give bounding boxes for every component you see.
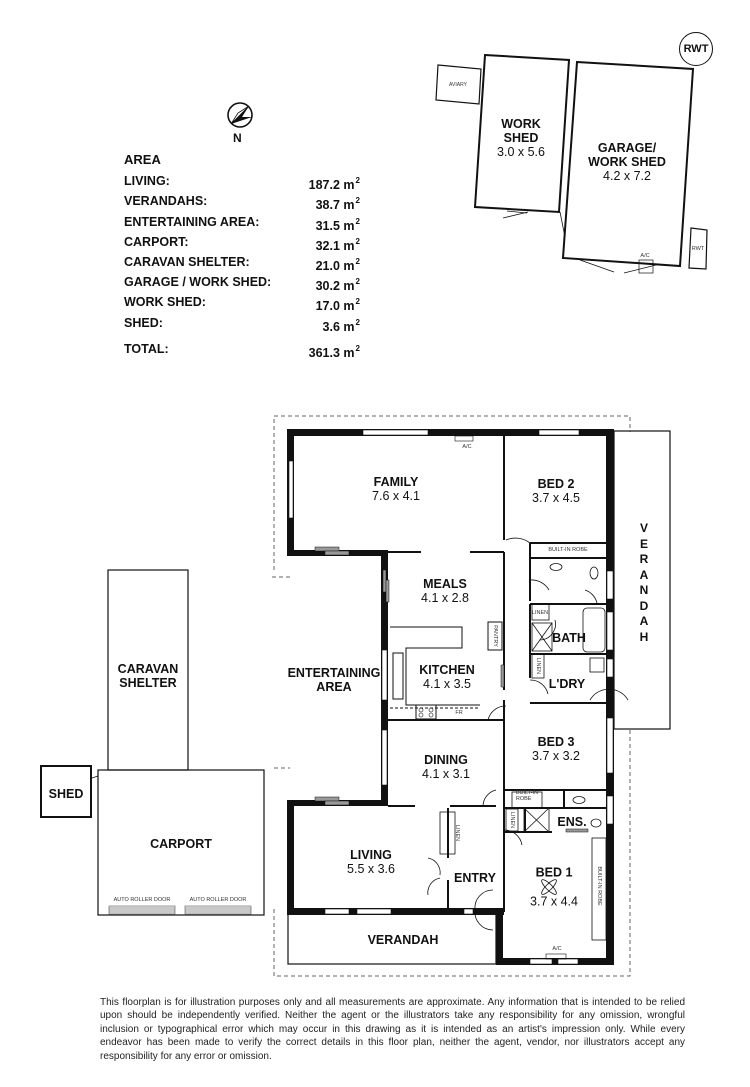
roller-door-1-label: AUTO ROLLER DOOR <box>113 897 171 903</box>
garage-ac-label: A/C <box>640 253 650 259</box>
work-shed-label: WORK SHED 3.0 x 5.6 <box>497 117 545 159</box>
roller-door-2-label: AUTO ROLLER DOOR <box>189 897 247 903</box>
area-table-title: AREA <box>124 152 161 167</box>
area-row-value: 32.1 m2 <box>315 236 360 253</box>
area-row: WORK SHED: 17.0 m2 <box>124 294 360 314</box>
carport-label: CARPORT <box>150 837 212 851</box>
pantry-label: PANTRY <box>492 625 498 647</box>
ac-unit-family <box>454 435 474 442</box>
area-row: CARPORT: 32.1 m2 <box>124 234 360 254</box>
sliding-doors <box>314 546 589 833</box>
bathroom-fixtures <box>439 563 607 941</box>
ac-family-label: A/C <box>462 444 472 450</box>
area-row: CARAVAN SHELTER: 21.0 m2 <box>124 254 360 274</box>
kitchen-benches <box>390 621 503 720</box>
area-row-label: WORK SHED: <box>124 295 206 310</box>
area-row-value: 31.5 m2 <box>315 216 360 233</box>
windows <box>288 429 614 965</box>
room-entry: ENTRY <box>454 871 496 885</box>
front-verandah-label: VERANDAH <box>367 933 439 947</box>
carport-outline <box>97 769 265 916</box>
area-row: SHED: 3.6 m2 <box>124 315 360 335</box>
roller-door-icon <box>108 905 252 915</box>
area-row-label: LIVING: <box>124 174 170 189</box>
rwt-tank-box <box>688 227 708 270</box>
linen-entry-label: LINEN <box>454 824 460 842</box>
linen-bath-label: LINEN <box>531 610 549 616</box>
aviary-label: AVIARY <box>449 82 467 88</box>
room-ensuite: ENS. <box>557 815 587 829</box>
area-row: VERANDAHS: 38.7 m2 <box>124 193 360 213</box>
garage-work-shed-label: GARAGE/ WORK SHED 4.2 x 7.2 <box>588 141 666 183</box>
ac-unit-bed1 <box>545 953 567 960</box>
compass-north-label: N <box>233 131 242 145</box>
work-shed-outline <box>473 53 571 219</box>
area-total-label: TOTAL: <box>124 341 169 356</box>
ceiling-fan-icon <box>541 879 557 895</box>
shed-label: SHED <box>48 787 84 801</box>
area-row-value: 17.0 m2 <box>315 297 360 314</box>
cooktop-icon <box>418 707 434 718</box>
built-in-robe-bed1-label: BUILT-IN ROBE <box>596 866 602 906</box>
north-compass-icon <box>227 102 253 128</box>
area-total-row: TOTAL: 361.3 m2 <box>124 341 360 361</box>
aviary-outline <box>435 64 482 105</box>
rwt-tank-circle: RWT <box>679 32 713 66</box>
linen-laundry-label: LINEN <box>535 657 541 675</box>
area-row-value: 30.2 m2 <box>315 277 360 294</box>
ac-bed1-label: A/C <box>552 946 562 952</box>
area-row: GARAGE / WORK SHED: 30.2 m2 <box>124 274 360 294</box>
area-total-value: 361.3 m2 <box>308 343 360 360</box>
area-row-value: 187.2 m2 <box>308 176 360 193</box>
linen-ensuite-label: LINEN <box>509 811 515 829</box>
room-bath: BATH <box>552 631 586 645</box>
rwt-box-label: RWT <box>691 246 705 252</box>
area-row-label: VERANDAHS: <box>124 194 208 209</box>
fridge-label: FR <box>455 710 463 716</box>
area-row-label: GARAGE / WORK SHED: <box>124 275 272 290</box>
shed-outline <box>40 765 92 818</box>
garage-outline <box>559 60 695 274</box>
area-row-label: ENTERTAINING AREA: <box>124 214 260 229</box>
built-in-robe-bed2-label: BUILT-IN ROBE <box>548 547 588 553</box>
room-laundry: L'DRY <box>548 677 586 691</box>
area-row-label: CARAVAN SHELTER: <box>124 255 250 270</box>
area-row-value: 21.0 m2 <box>315 257 360 274</box>
area-row-label: SHED: <box>124 315 163 330</box>
roofline-dashed <box>272 415 631 977</box>
area-row: LIVING: 187.2 m2 <box>124 173 360 193</box>
area-row-value: 38.7 m2 <box>315 196 360 213</box>
area-row-label: CARPORT: <box>124 234 189 249</box>
disclaimer-text: This floorplan is for illustration purpo… <box>100 997 685 1062</box>
area-row-value: 3.6 m2 <box>322 317 360 334</box>
area-row: ENTERTAINING AREA: 31.5 m2 <box>124 214 360 234</box>
